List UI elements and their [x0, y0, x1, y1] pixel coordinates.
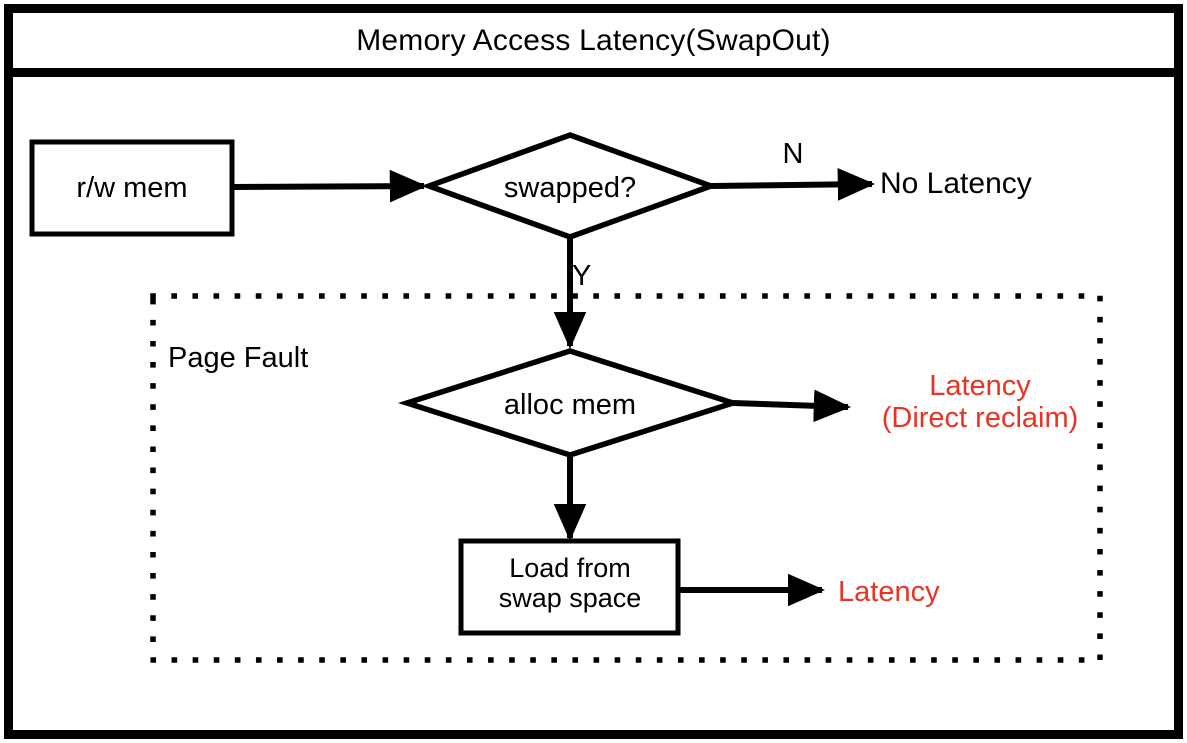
- edge-swapped-to-no-latency: [710, 168, 875, 201]
- page-title: Memory Access Latency(SwapOut): [356, 23, 831, 57]
- rw-mem-box: [29, 139, 235, 237]
- figure-title-bar: Memory Access Latency(SwapOut): [13, 13, 1174, 77]
- edge-rw-mem-to-swapped: [231, 169, 427, 203]
- alloc-mem-diamond: [397, 348, 743, 458]
- edge-alloc-mem-to-latency-direct: [732, 389, 851, 423]
- load-from-swap-space-box: [458, 538, 681, 636]
- swapped-diamond: [420, 132, 720, 240]
